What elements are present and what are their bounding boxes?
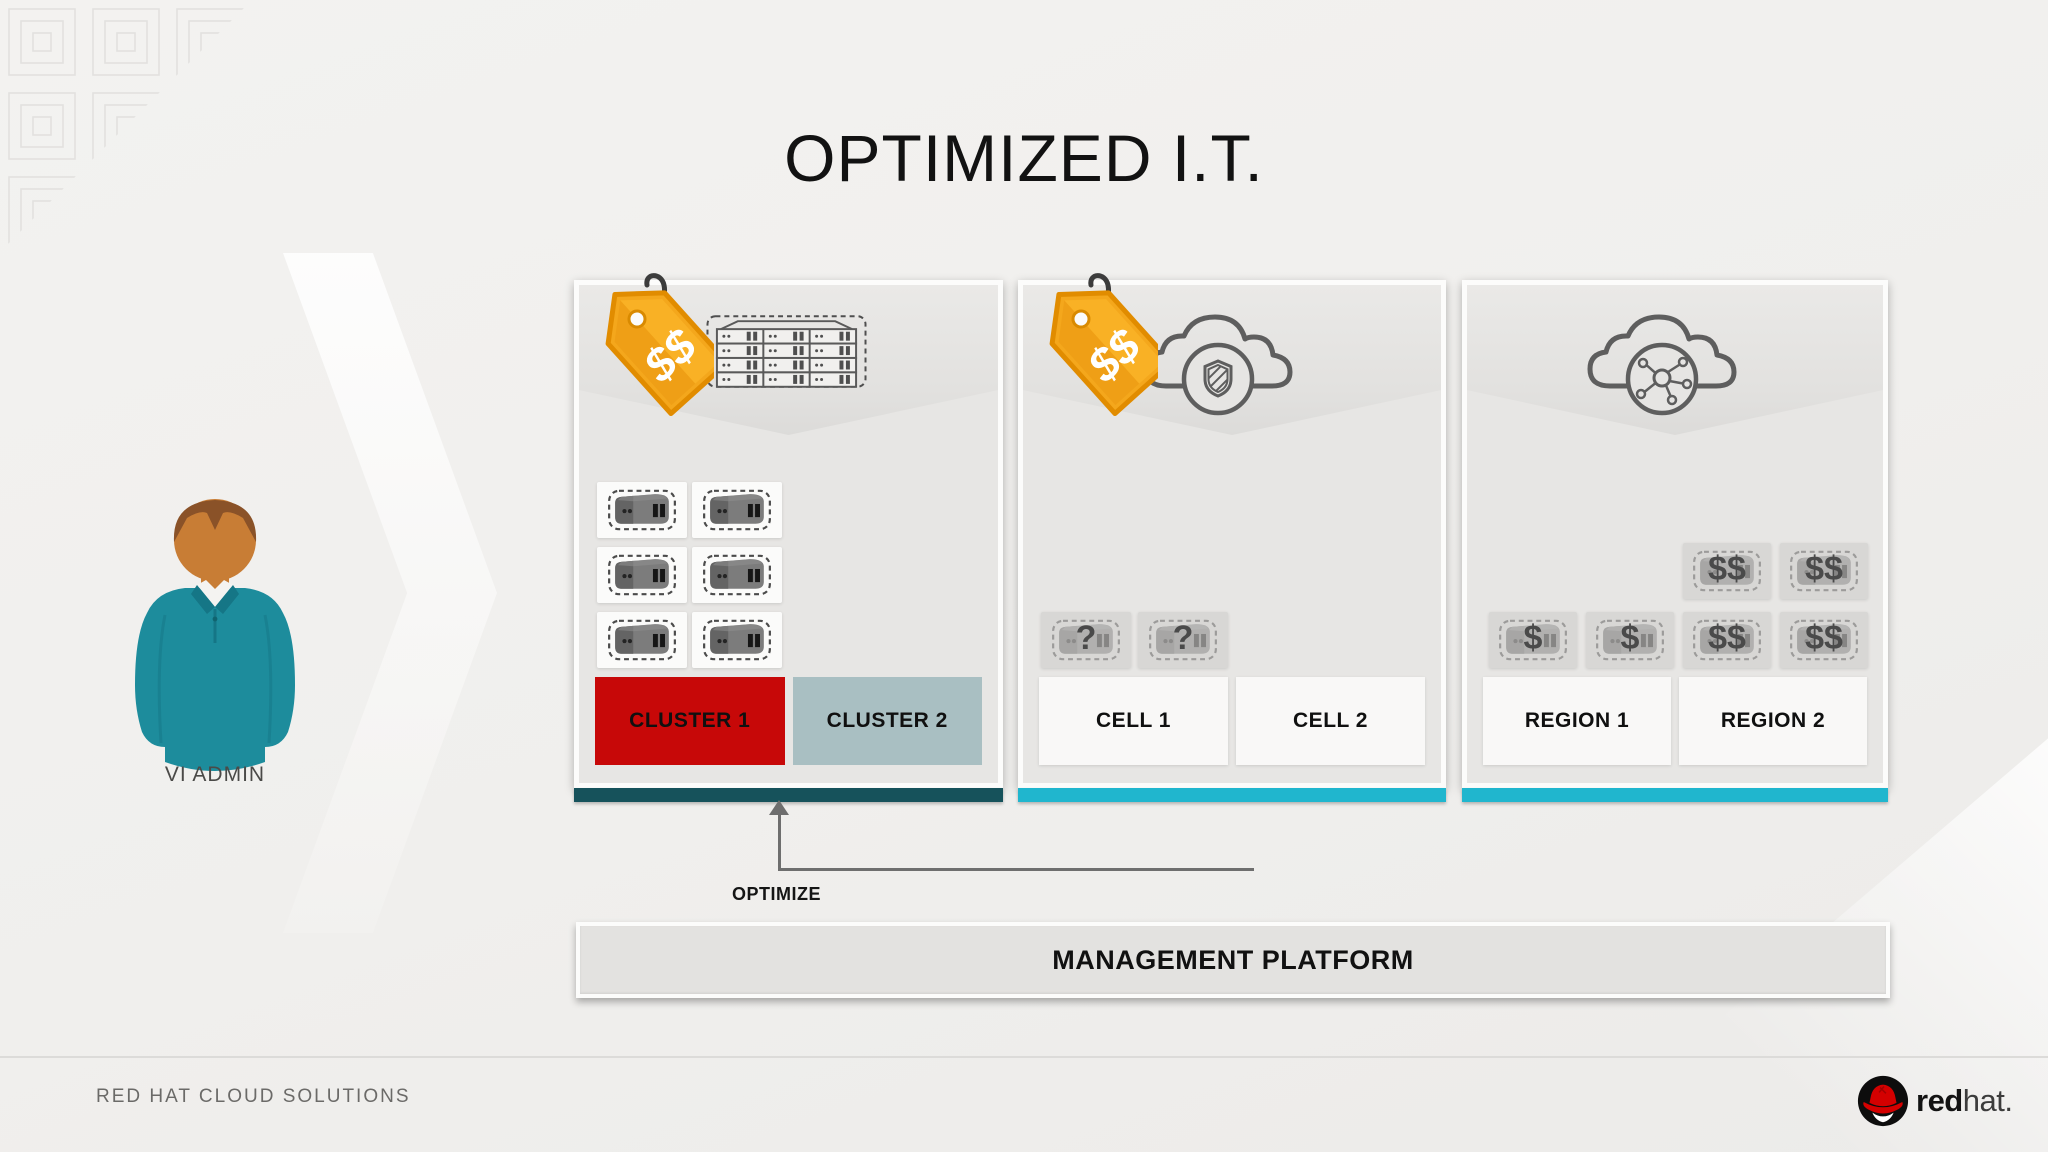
price-tag-icon: $$ <box>544 266 714 466</box>
dollar-glyph: $$ <box>1708 549 1746 588</box>
cost-card: $$ <box>1683 543 1771 599</box>
cluster-1-label: CLUSTER 1 <box>595 677 785 765</box>
cell-1-label: CELL 1 <box>1039 677 1228 765</box>
cluster-2-label: CLUSTER 2 <box>792 677 982 765</box>
cost-card: $$ <box>1780 543 1868 599</box>
server-card <box>692 547 782 603</box>
region-1-label: REGION 1 <box>1483 677 1671 765</box>
server-icon <box>703 489 771 531</box>
corner-square-pattern <box>0 0 252 252</box>
optimize-arrow-horizontal <box>778 868 1254 871</box>
panel-private-cloud: ? ? CELL 1 CELL 2 $$ <box>1018 280 1446 802</box>
region-2-label: REGION 2 <box>1679 677 1867 765</box>
optimize-arrow-vertical <box>778 814 781 870</box>
dollar-glyph: $$ <box>1805 618 1843 657</box>
cost-card: $$ <box>1780 612 1868 668</box>
persona-label: VI ADMIN <box>164 763 266 786</box>
footer-divider <box>0 1056 2048 1058</box>
red-hat-logo: redhat. <box>1856 1074 2013 1128</box>
panel-bar-cyan <box>1018 788 1446 802</box>
optimize-label: OPTIMIZE <box>732 884 821 904</box>
panel-virtualization: CLUSTER 1 CLUSTER 2 $$ <box>574 280 1003 802</box>
server-icon <box>608 489 676 531</box>
dollar-glyph: $$ <box>1708 618 1746 657</box>
server-icon <box>703 619 771 661</box>
unknown-cost-card: ? <box>1138 612 1228 668</box>
server-card-grid <box>597 482 782 668</box>
unknown-cost-cards: ? ? <box>1041 612 1228 668</box>
panel-bar-dark-teal <box>574 788 1003 802</box>
server-icon <box>608 554 676 596</box>
optimize-arrow-head <box>769 800 789 815</box>
wordmark-red: red <box>1916 1083 1963 1118</box>
question-glyph: ? <box>1172 618 1194 657</box>
management-platform-bar: MANAGEMENT PLATFORM <box>576 922 1890 998</box>
server-card <box>597 547 687 603</box>
unknown-cost-card: ? <box>1041 612 1131 668</box>
red-hat-fedora-icon <box>1857 1075 1909 1127</box>
server-card <box>692 612 782 668</box>
dollar-glyph: $$ <box>1805 549 1843 588</box>
server-card <box>597 482 687 538</box>
person-admin-icon <box>135 499 295 771</box>
red-hat-wordmark: redhat. <box>1916 1083 2013 1119</box>
panel-bar-cyan <box>1462 788 1888 802</box>
price-tag-icon: $$ <box>988 266 1158 466</box>
cell-2-label: CELL 2 <box>1236 677 1425 765</box>
slide-title: OPTIMIZED I.T. <box>784 121 1264 195</box>
cloud-network-icon <box>1584 299 1740 417</box>
server-icon <box>608 619 676 661</box>
panel-public-cloud-body: $$ $$ $ $ $$ $$ REGION <box>1462 280 1888 788</box>
management-platform-label: MANAGEMENT PLATFORM <box>1052 944 1414 975</box>
question-glyph: ? <box>1075 618 1097 657</box>
server-card <box>692 482 782 538</box>
footer-caption: RED HAT CLOUD SOLUTIONS <box>96 1086 411 1107</box>
wordmark-hat: hat. <box>1962 1083 2013 1118</box>
dollar-glyph: $ <box>1523 618 1543 657</box>
panel-public-cloud: $$ $$ $ $ $$ $$ REGION <box>1462 280 1888 802</box>
server-card <box>597 612 687 668</box>
cost-card: $ <box>1586 612 1674 668</box>
server-rack-icon <box>706 315 867 388</box>
cloud-shield-icon <box>1140 299 1296 417</box>
server-icon <box>703 554 771 596</box>
cost-card: $ <box>1489 612 1577 668</box>
dollar-glyph: $ <box>1620 618 1640 657</box>
cost-cards-grid: $$ $$ $ $ $$ $$ <box>1489 543 1868 668</box>
cost-card: $$ <box>1683 612 1771 668</box>
